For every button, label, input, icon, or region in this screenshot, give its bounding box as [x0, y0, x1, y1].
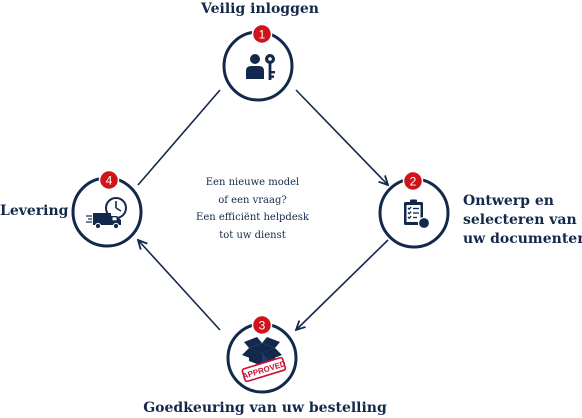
- delivery-truck-clock-icon: [86, 197, 127, 230]
- helpdesk-message: Een nieuwe model of een vraag? Een effic…: [185, 174, 320, 244]
- step-2-label-line-1: Ontwerp en: [463, 193, 554, 209]
- step-3-number: 3: [259, 319, 266, 333]
- helpdesk-message-line-2: of een vraag?: [218, 194, 287, 206]
- step-1-number: 1: [259, 28, 266, 42]
- step-3-badge: 3: [251, 314, 273, 336]
- step-2-number: 2: [410, 175, 417, 189]
- step-2-badge: 2: [402, 170, 424, 192]
- step-4-badge: 4: [98, 169, 120, 191]
- line-step4-to-step1: [137, 89, 221, 186]
- helpdesk-message-line-1: Een nieuwe model: [205, 177, 300, 188]
- step-4-label: Levering: [0, 203, 69, 219]
- step-2-label-line-3: uw documenten: [463, 231, 582, 247]
- step-4-number: 4: [106, 174, 113, 188]
- helpdesk-message-line-3: Een efficiënt helpdesk: [196, 212, 309, 223]
- step-2-label: Ontwerp en selecteren van uw documenten: [463, 192, 582, 249]
- step-3-label: Goedkeuring van uw bestelling: [143, 400, 387, 416]
- step-2-label-line-2: selecteren van: [463, 212, 577, 228]
- arrow-step1-to-step2: [295, 89, 388, 185]
- arrow-step3-to-step4: [138, 240, 221, 331]
- user-key-icon: [246, 54, 275, 80]
- helpdesk-message-line-4: tot uw dienst: [219, 229, 286, 241]
- step-1-label: Veilig inloggen: [201, 1, 319, 17]
- step-1-badge: 1: [251, 23, 273, 45]
- arrow-step2-to-step3: [296, 239, 389, 330]
- document-checklist-icon: [404, 199, 431, 230]
